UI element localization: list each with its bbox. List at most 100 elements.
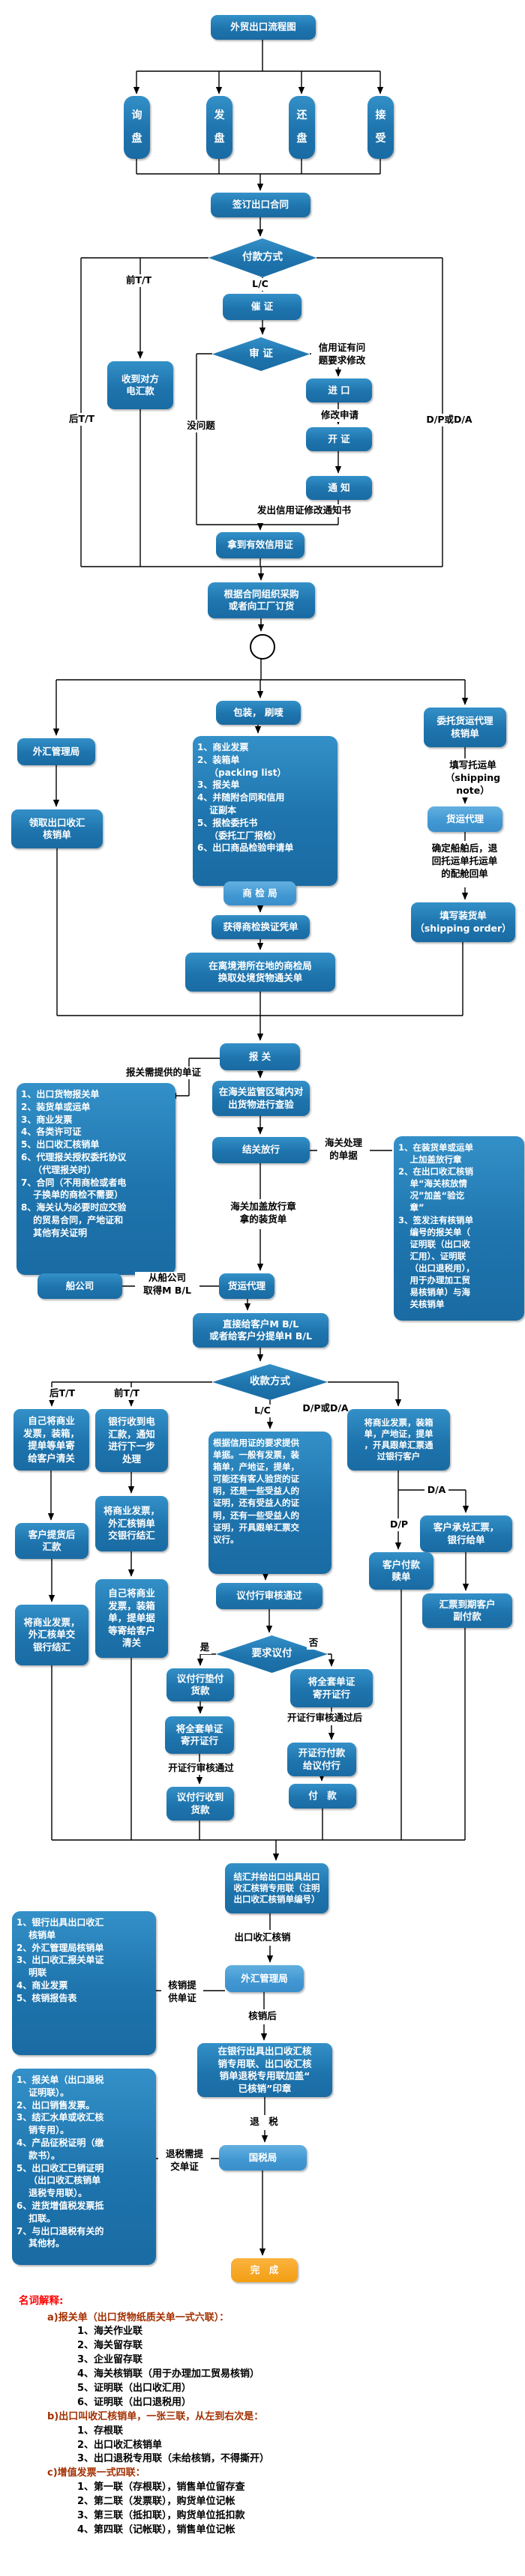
label-lc: L/C bbox=[248, 278, 273, 291]
label-customs-processed-docs: 海关处理 的单据 bbox=[317, 1137, 370, 1162]
glossary-item: 2、海关留存联 bbox=[77, 2340, 143, 2352]
label-lc-amendment-notice: 发出信用证修改通知书 bbox=[242, 504, 366, 517]
node-inquiry: 询 盘 bbox=[124, 96, 150, 159]
node-send-full-docs-right: 将全套单证 寄开证行 bbox=[290, 1669, 373, 1707]
label-amendment-application: 修改申请 bbox=[315, 409, 364, 422]
label-dp: D/P bbox=[385, 1518, 413, 1531]
label-verification-docs: 核销提 供单证 bbox=[161, 1979, 203, 2005]
glossary-item: 6、证明联（出口退税用） bbox=[77, 2396, 192, 2408]
glossary-item: 4、第四联（记帐联），销售单位记帐 bbox=[77, 2524, 236, 2536]
label-dp-or-da: D/P或D/A bbox=[415, 414, 484, 426]
node-freight-forwarder-2: 货运代理 bbox=[219, 1273, 274, 1299]
label-pre-tt: 前T/T bbox=[120, 274, 158, 287]
node-acceptance: 接 受 bbox=[368, 96, 394, 159]
glossary-heading-b: b)出口叫收汇核销单，一张三联，从左到右次是： bbox=[47, 2410, 264, 2422]
node-shipping-company: 船公司 bbox=[38, 1273, 122, 1299]
label-dp-or-da-2: D/P或D/A bbox=[298, 1402, 352, 1415]
label-tax-refund: 退 税 bbox=[247, 2116, 281, 2129]
node-receive-tt-payment: 收到对方 电汇款 bbox=[107, 361, 173, 409]
label-tax-refund-docs: 退税需提 交单证 bbox=[158, 2148, 211, 2174]
node-entrust-forwarder: 委托货运代理 核销单 bbox=[424, 708, 506, 747]
glossary-item: 3、出口退税专用联（未给核销，不得撕开） bbox=[77, 2453, 270, 2465]
label-yes: 是 bbox=[198, 1641, 212, 1654]
glossary-item: 3、第三联（抵扣联），购货单位抵扣款 bbox=[77, 2510, 245, 2522]
node-tax-bureau: 国税局 bbox=[219, 2145, 307, 2171]
glossary-item: 4、海关核销联（用于办理加工贸易核销） bbox=[77, 2368, 260, 2380]
label-lc-2: L/C bbox=[250, 1405, 274, 1417]
node-sign-contract: 签订出口合同 bbox=[211, 193, 310, 217]
node-inspection-bureau: 商 检 局 bbox=[224, 881, 296, 905]
node-customs-release: 结关放行 bbox=[212, 1137, 310, 1163]
label-export-collection-verification: 出口收汇核销 bbox=[226, 1931, 298, 1944]
node-offer: 发 盘 bbox=[206, 96, 232, 159]
node-safe-bureau-2: 外汇管理局 bbox=[225, 1965, 304, 1992]
node-customer-accepts-draft: 客户承兑汇票， 银行给单 bbox=[420, 1515, 512, 1552]
node-freight-forwarder-1: 货运代理 bbox=[428, 806, 502, 832]
node-customer-remits-after-pickup: 客户提货后 汇款 bbox=[15, 1523, 88, 1559]
label-after-verification: 核销后 bbox=[244, 2010, 280, 2023]
node-negotiating-bank-approves: 议付行审核通过 bbox=[216, 1583, 322, 1609]
label-shipping-note: 填写托运单 （shipping note） bbox=[430, 759, 516, 797]
label-post-tt-2: 后T/T bbox=[45, 1387, 80, 1400]
node-lc-required-documents: 根据信用证的要求提供 单据。一般有发票，装 箱单，产地证，提单， 可能还有客人验… bbox=[208, 1432, 332, 1574]
glossary-item: 1、第一联（存根联），销售单位留存查 bbox=[77, 2482, 245, 2494]
node-customer-pays-redeems: 客户付款 赎单 bbox=[369, 1552, 434, 1590]
node-settle-exchange-2: 将商业发票， 外汇核销单 交银行结汇 bbox=[95, 1496, 168, 1551]
node-send-docs-for-clearance-1: 自己将商业 发票，装箱， 提单等单寄 给客户清关 bbox=[14, 1409, 89, 1471]
node-get-valid-lc: 拿到有效信用证 bbox=[216, 532, 304, 558]
node-declaration-documents-list: 1、出口货物报关单 2、装货单或运单 3、商业发票 4、各类许可证 5、出口收汇… bbox=[16, 1083, 176, 1275]
node-exchange-clearance-form: 在离境港所在地的商检局 换取处境货物通关单 bbox=[185, 953, 335, 992]
node-bank-receives-tt: 银行收到电 汇款，通知 进行下一步 处理 bbox=[95, 1409, 168, 1472]
label-post-tt: 后T/T bbox=[64, 413, 100, 426]
node-negotiating-bank-advances: 议付行垫付 货款 bbox=[166, 1668, 234, 1701]
node-counter-offer: 还 盘 bbox=[289, 96, 315, 159]
node-tax-refund-documents-list: 1、报关单（出口退税 证明联）。 2、出口销售发票。 3、结汇水单或收汇核 销专… bbox=[12, 2069, 156, 2265]
node-packing-marking: 包装， 刷唛 bbox=[216, 701, 301, 725]
node-customs-processed-list: 1、在装货单或运单 上加盖放行章 2、在出口收汇核销 单“海关核放情 况”加盖“… bbox=[394, 1136, 524, 1321]
node-issuing-bank-pays: 开证行付款 给议付行 bbox=[287, 1743, 356, 1776]
node-verification-documents-list: 1、银行出具出口收汇 核销单 2、外汇管理局核销单 3、出口收汇报关单证 明联 … bbox=[12, 1911, 156, 2055]
node-bank-stamps-verified: 在银行出具出口收汇核 销专用联、出口收汇核 销单退税专用联加盖“ 已核销”印章 bbox=[197, 2043, 332, 2097]
label-issuing-bank-approves-after: 开证行审核通过后 bbox=[278, 1712, 372, 1725]
node-press-for-lc: 催 证 bbox=[223, 294, 302, 320]
node-get-verification-form: 领取出口收汇 核销单 bbox=[11, 809, 103, 848]
node-customs-declaration: 报 关 bbox=[220, 1043, 300, 1070]
node-draft-due-payment: 汇票到期客户 副付款 bbox=[422, 1593, 512, 1628]
node-packing-documents-list: 1、商业发票 2、装箱单 （packing list） 3、报关单 4、并随附合… bbox=[193, 736, 338, 886]
glossary-heading-a: a)报关单（出口货物纸质关单一式六联）： bbox=[47, 2311, 230, 2323]
node-shipping-order: 填写装货单 （shipping order） bbox=[411, 902, 515, 942]
node-settle-exchange-1: 将商业发票， 外汇核单交 银行结汇 bbox=[15, 1605, 88, 1665]
label-vessel-confirmed: 确定船舶后，退 回托运单托运单 的配舱回单 bbox=[420, 842, 509, 881]
glossary-item: 2、出口收汇核销单 bbox=[77, 2439, 163, 2451]
glossary: 名词解释: a)报关单（出口货物纸质关单一式六联）： 1、海关作业联 2、海关留… bbox=[19, 2295, 514, 2539]
glossary-item: 2、第二联（发票联），购货单位记帐 bbox=[77, 2496, 236, 2508]
glossary-item: 1、存根联 bbox=[77, 2425, 124, 2437]
node-payment: 付 款 bbox=[289, 1784, 356, 1809]
glossary-item: 5、证明联（出口收汇用） bbox=[77, 2383, 192, 2394]
node-safe-bureau-1: 外汇管理局 bbox=[17, 738, 95, 765]
node-complete: 完 成 bbox=[231, 2258, 298, 2282]
label-stamped-shipping-order: 海关加盖放行章 拿的装货单 bbox=[221, 1201, 305, 1226]
node-advising-bank: 通 知 bbox=[306, 476, 372, 500]
connector-circle bbox=[250, 634, 275, 660]
glossary-item: 3、企业留存联 bbox=[77, 2354, 143, 2366]
label-no: 否 bbox=[307, 1637, 320, 1650]
node-get-inspection-certificate: 获得商检换证凭单 bbox=[212, 915, 310, 939]
label-pre-tt-2: 前T/T bbox=[110, 1387, 144, 1400]
node-flowchart-title: 外贸出口流程图 bbox=[211, 15, 316, 40]
node-send-full-docs-left: 将全套单证 寄开证行 bbox=[165, 1716, 234, 1754]
node-docs-via-bank: 将商业发票，装箱 单，产地证，提单 ，开具跟单汇票通 过银行客户 bbox=[347, 1409, 450, 1471]
label-declaration-documents: 报关需提供的单证 bbox=[118, 1067, 209, 1079]
label-lc-has-problem: 信用证有问 题要求修改 bbox=[311, 342, 373, 367]
node-customs-inspection: 在海关监管区域内对 出货物进行查验 bbox=[212, 1081, 310, 1116]
label-obtain-mbl: 从船公司 取得M B/L bbox=[135, 1272, 200, 1297]
node-organize-procurement: 根据合同组织采购 或者向工厂订货 bbox=[208, 582, 315, 618]
node-importer: 进 口 bbox=[306, 378, 372, 402]
glossary-item: 1、海关作业联 bbox=[77, 2326, 143, 2338]
label-issuing-bank-approves: 开证行审核通过 bbox=[160, 1762, 242, 1775]
label-no-problem: 没问题 bbox=[182, 420, 220, 432]
node-issuing-bank: 开 证 bbox=[306, 427, 372, 451]
glossary-heading-c: c)增值发票一式四联： bbox=[47, 2467, 146, 2479]
glossary-title: 名词解释: bbox=[19, 2295, 64, 2307]
